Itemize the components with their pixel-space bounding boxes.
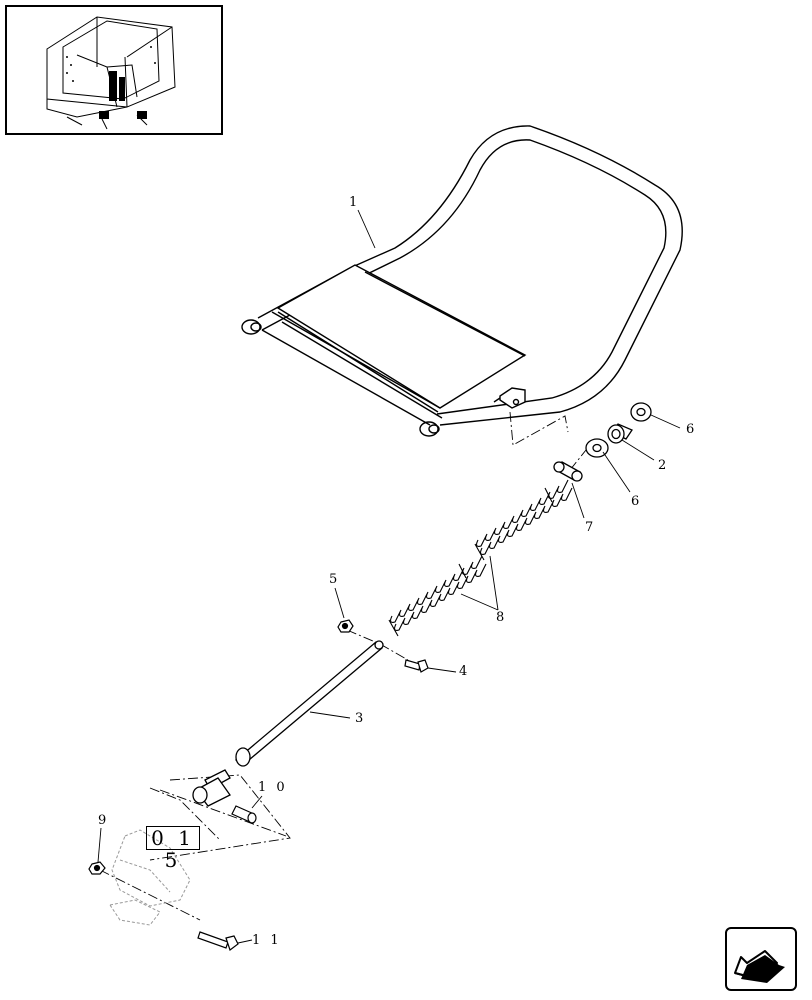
mounting-bracket-outline bbox=[109, 829, 191, 926]
washer-lower bbox=[585, 438, 609, 458]
tube-frame bbox=[241, 125, 683, 437]
washer-upper bbox=[630, 402, 652, 422]
callout-2: 2 bbox=[658, 458, 670, 473]
callout-1: 1 bbox=[349, 195, 361, 210]
callout-6-lower: 6 bbox=[631, 494, 643, 509]
callout-9: 9 bbox=[98, 813, 110, 828]
nut-lower bbox=[88, 861, 106, 875]
callout-7: 7 bbox=[585, 520, 597, 535]
nut-upper bbox=[337, 619, 354, 633]
callout-10: 1 0 bbox=[258, 780, 288, 795]
section-reference-box: 0 1 5 bbox=[146, 826, 200, 871]
spring-lower bbox=[388, 555, 487, 637]
sleeve bbox=[231, 805, 257, 824]
callout-4: 4 bbox=[459, 664, 471, 679]
callout-3: 3 bbox=[355, 711, 367, 726]
overview-thumbnail bbox=[5, 5, 223, 135]
pin bbox=[553, 461, 583, 482]
bolt-long bbox=[197, 931, 239, 951]
spring-upper bbox=[474, 479, 573, 561]
callout-5: 5 bbox=[329, 572, 341, 587]
callout-8: 8 bbox=[496, 610, 508, 625]
callout-11: 1 1 bbox=[252, 933, 282, 948]
next-page-button[interactable] bbox=[725, 927, 797, 991]
baler-overview-thumbnail bbox=[46, 16, 176, 130]
bushing bbox=[607, 423, 633, 444]
bolt-small bbox=[404, 659, 429, 673]
rod bbox=[192, 640, 384, 807]
next-page-arrow-icon bbox=[734, 950, 785, 983]
callout-6-upper: 6 bbox=[686, 422, 698, 437]
